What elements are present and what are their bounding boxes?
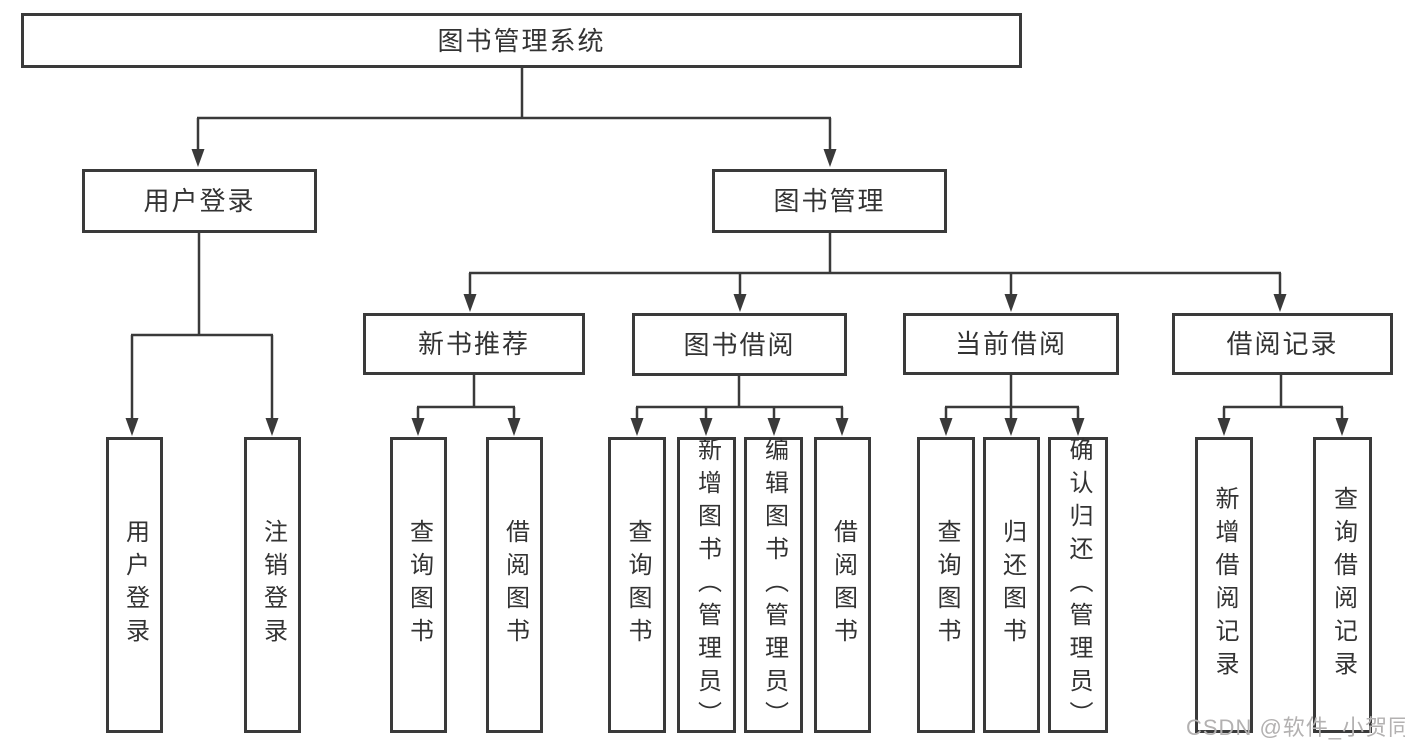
leaf-edit-book-admin: 编辑图书（管理员） <box>744 436 803 734</box>
leaf-edit-book-admin-label: 编辑图书（管理员） <box>760 436 788 734</box>
leaf-user-login: 用户登录 <box>106 437 163 733</box>
node-root: 图书管理系统 <box>21 13 1022 68</box>
leaf-add-borrow-record-label: 新增借阅记录 <box>1211 486 1238 684</box>
leaf-borrow-query-book: 查询图书 <box>608 437 666 733</box>
node-book-borrow-label: 图书借阅 <box>683 329 796 360</box>
leaf-return-book: 归还图书 <box>983 437 1040 733</box>
leaf-add-book-admin-label: 新增图书（管理员） <box>693 436 721 734</box>
leaf-confirm-return-admin: 确认归还（管理员） <box>1048 436 1108 734</box>
leaf-borrow-query-book-label: 查询图书 <box>624 519 651 651</box>
node-borrow-record: 借阅记录 <box>1172 313 1393 375</box>
leaf-confirm-return-admin-label: 确认归还（管理员） <box>1065 436 1092 734</box>
leaf-query-borrow-record: 查询借阅记录 <box>1313 437 1372 733</box>
arrowheads <box>125 149 1349 436</box>
leaf-recommend-borrow-book-label: 借阅图书 <box>501 519 529 651</box>
node-new-book-recommend: 新书推荐 <box>363 313 585 375</box>
leaf-user-login-label: 用户登录 <box>121 519 149 651</box>
node-user-login: 用户登录 <box>82 169 317 233</box>
leaf-current-query-book-label: 查询图书 <box>933 519 960 651</box>
watermark: CSDN @软件_小贺同学 <box>1186 715 1405 740</box>
node-book-management: 图书管理 <box>712 169 947 233</box>
leaf-return-book-label: 归还图书 <box>998 519 1026 651</box>
node-root-label: 图书管理系统 <box>437 25 606 56</box>
leaf-logout-login-label: 注销登录 <box>259 519 287 651</box>
node-book-management-label: 图书管理 <box>773 186 886 216</box>
leaf-add-book-admin: 新增图书（管理员） <box>677 436 736 734</box>
leaf-borrow-borrow-book: 借阅图书 <box>814 437 871 733</box>
leaf-recommend-query-book-label: 查询图书 <box>405 519 433 651</box>
leaf-logout-login: 注销登录 <box>244 437 301 733</box>
node-book-borrow: 图书借阅 <box>632 313 847 376</box>
node-current-borrow: 当前借阅 <box>903 313 1119 375</box>
node-current-borrow-label: 当前借阅 <box>954 329 1067 359</box>
node-borrow-record-label: 借阅记录 <box>1226 329 1339 359</box>
node-user-login-label: 用户登录 <box>143 186 256 216</box>
leaf-borrow-borrow-book-label: 借阅图书 <box>829 519 857 651</box>
leaf-recommend-query-book: 查询图书 <box>390 437 447 733</box>
leaf-current-query-book: 查询图书 <box>917 437 975 733</box>
leaf-add-borrow-record: 新增借阅记录 <box>1195 437 1253 733</box>
leaf-query-borrow-record-label: 查询借阅记录 <box>1329 486 1357 684</box>
node-new-book-recommend-label: 新书推荐 <box>417 329 530 359</box>
leaf-recommend-borrow-book: 借阅图书 <box>486 437 543 733</box>
